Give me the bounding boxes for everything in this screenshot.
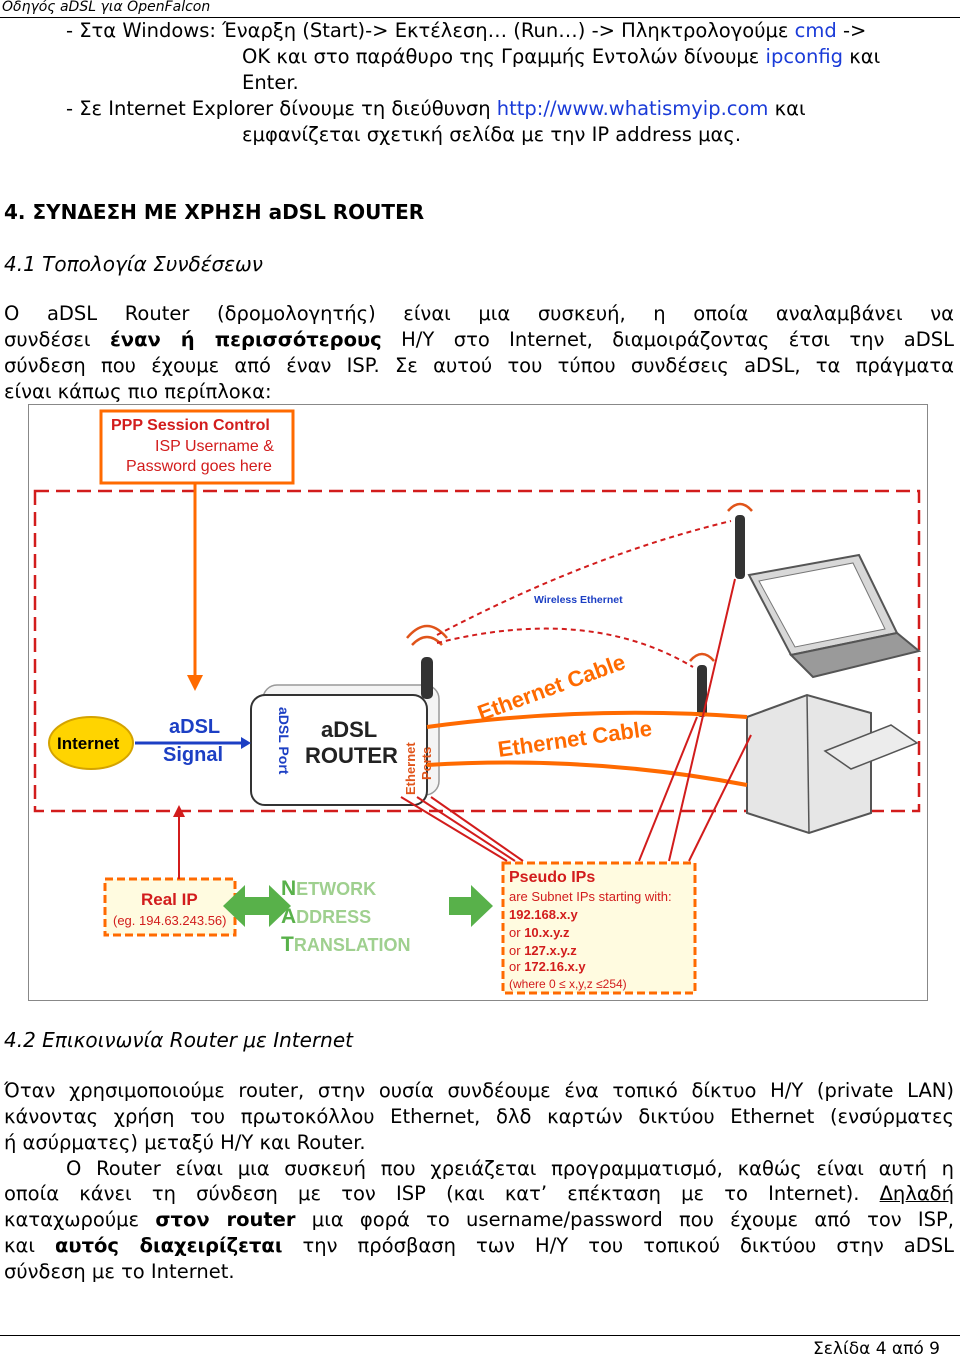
adsl-signal-label-1: aDSL	[169, 716, 220, 738]
real-ip-title: Real IP	[141, 890, 198, 909]
para3-line-4: και αυτός διαχειρίζεται την πρόσβαση των…	[4, 1234, 954, 1257]
laptop-display	[758, 562, 886, 648]
para1-line-2: συνδέσει έναν ή περισσότερους Η/Υ στο In…	[4, 328, 955, 351]
topology-svg: PPP Session Control ISP Username & Passw…	[33, 409, 922, 995]
header-title: Οδηγός aDSL για OpenFalcon	[2, 0, 211, 15]
pseudo-ip-box	[501, 861, 697, 995]
router-label-1: aDSL	[321, 717, 377, 742]
pseudo-line-4: or 127.x.y.z	[509, 943, 577, 958]
para1-line-4: είναι κάπως πιο περίπλοκα:	[4, 380, 272, 403]
pseudo-arrow-4	[638, 716, 698, 862]
ppp-title: PPP Session Control	[111, 417, 270, 434]
para2-line-3: ή ασύρματες) μεταξύ Η/Υ και Router.	[4, 1131, 366, 1154]
ppp-line-1: ISP Username &	[155, 438, 274, 455]
desktop-antenna	[697, 665, 707, 717]
nat-line-2: ADDRESS	[281, 905, 371, 928]
ipconfig-text: ipconfig	[765, 45, 844, 68]
ppp-arrowhead	[187, 675, 203, 691]
cmd-text: cmd	[794, 19, 837, 42]
pseudo-title: Pseudo IPs	[509, 869, 595, 886]
nat-line-1: NETWORK	[281, 877, 376, 900]
wireless-label: Wireless Ethernet	[534, 594, 623, 606]
nat-line-3: TRANSLATION	[281, 933, 411, 956]
ethernet-ports-label-2: Ports	[419, 747, 434, 780]
pseudo-line-3: or 10.x.y.z	[509, 925, 570, 940]
adsl-port-label: aDSL Port	[276, 707, 292, 775]
internet-cloud	[48, 716, 134, 770]
para3-line-1: O Router είναι μια συσκευή που χρειάζετα…	[66, 1157, 954, 1180]
router-wifi-arc-2	[406, 624, 448, 639]
ppp-line-2: Password goes here	[126, 458, 272, 475]
real-ip-arrowhead	[173, 805, 185, 817]
para3-line-2: οποία κάνει τη σύνδεση με τον ISP (και κ…	[4, 1182, 954, 1205]
section-heading: 4. ΣΥΝΔΕΣΗ ΜΕ ΧΡΗΣΗ aDSL ROUTER	[4, 200, 425, 224]
nat-arrow-shaft	[245, 897, 269, 915]
para2-line-1: Όταν χρησιμοποιούμε router, στην ουσία σ…	[4, 1079, 954, 1102]
para1-line-3: σύνδεση που έχουμε από έναν ISP. Σε αυτο…	[4, 354, 954, 377]
internet-label: Internet	[57, 734, 120, 753]
nat-arrow-left	[223, 885, 245, 927]
pseudo-line-2: 192.168.x.y	[509, 907, 578, 922]
nat-to-pseudo-shaft	[449, 897, 471, 915]
wireless-link-2	[436, 627, 694, 668]
page-footer: Σελίδα 4 από 9	[0, 1335, 960, 1357]
ethernet-ports-label-1: Ethernet	[403, 742, 418, 795]
nat-arrow-right	[269, 885, 291, 927]
real-ip-example: (eg. 194.63.243.56)	[113, 913, 226, 928]
list-item-2-line-1: - Σε Internet Explorer δίνουμε τη διεύθυ…	[66, 97, 806, 120]
para2-line-2: κάνοντας χρήση του πρωτοκόλλου Ethernet,…	[4, 1105, 954, 1128]
pseudo-arrow-3	[430, 796, 524, 862]
page-number: Σελίδα 4 από 9	[812, 1339, 940, 1357]
nat-to-pseudo-arrowhead	[471, 885, 493, 927]
laptop-wifi-arc	[727, 502, 753, 512]
ppp-box	[99, 409, 295, 485]
list-item-1-line-1: - Στα Windows: Έναρξη (Start)-> Εκτέλεση…	[66, 19, 867, 42]
subsection-4-2-title: 4.2 Επικοινωνία Router με Internet	[4, 1028, 353, 1052]
pseudo-arrow-1	[400, 796, 508, 862]
list-item-2-line-2: εμφανίζεται σχετική σελίδα με την IP add…	[242, 123, 742, 146]
pseudo-line-1: are Subnet IPs starting with:	[509, 889, 672, 904]
laptop-base	[788, 631, 922, 679]
whatismyip-link[interactable]: http://www.whatismyip.com	[496, 97, 769, 120]
ethernet-cable-line-2	[426, 760, 748, 787]
network-topology-figure: PPP Session Control ISP Username & Passw…	[28, 404, 928, 1001]
pseudo-arrow-6	[688, 734, 752, 862]
router-face	[250, 694, 428, 806]
pseudo-arrow-2	[416, 796, 516, 862]
lan-boundary	[33, 489, 921, 813]
para3-line-5: σύνδεση με το Internet.	[4, 1260, 235, 1283]
pseudo-line-6: (where 0 ≤ x,y,z ≤254)	[509, 977, 627, 991]
ethernet-cable-label-2: Ethernet Cable	[496, 716, 653, 762]
pseudo-arrow-5	[668, 578, 736, 862]
pseudo-line-5: or 172.16.x.y	[509, 959, 586, 974]
wireless-link-1	[436, 520, 732, 636]
subsection-4-1-title: 4.1 Τοπολογία Συνδέσεων	[4, 252, 263, 276]
adsl-arrowhead	[241, 737, 251, 749]
ethernet-cable-line-1	[426, 710, 748, 729]
para3-line-3: καταχωρούμε στον router μια φορά το user…	[4, 1208, 954, 1231]
router-label-2: ROUTER	[305, 743, 398, 768]
tower-edge	[806, 694, 810, 834]
list-item-1-line-3: Enter.	[242, 71, 299, 94]
desktop-wifi-arc	[689, 652, 715, 662]
router-antenna	[421, 657, 433, 699]
list-item-1-line-2: OK και στο παράθυρο της Γραμμής Εντολών …	[242, 45, 881, 68]
laptop-antenna	[735, 515, 745, 579]
page-header: Οδηγός aDSL για OpenFalcon	[0, 0, 960, 18]
keyboard	[823, 724, 919, 770]
para1-line-1: O aDSL Router (δρομολογητής) είναι μια σ…	[4, 302, 954, 325]
adsl-signal-label-2: Signal	[163, 744, 223, 766]
